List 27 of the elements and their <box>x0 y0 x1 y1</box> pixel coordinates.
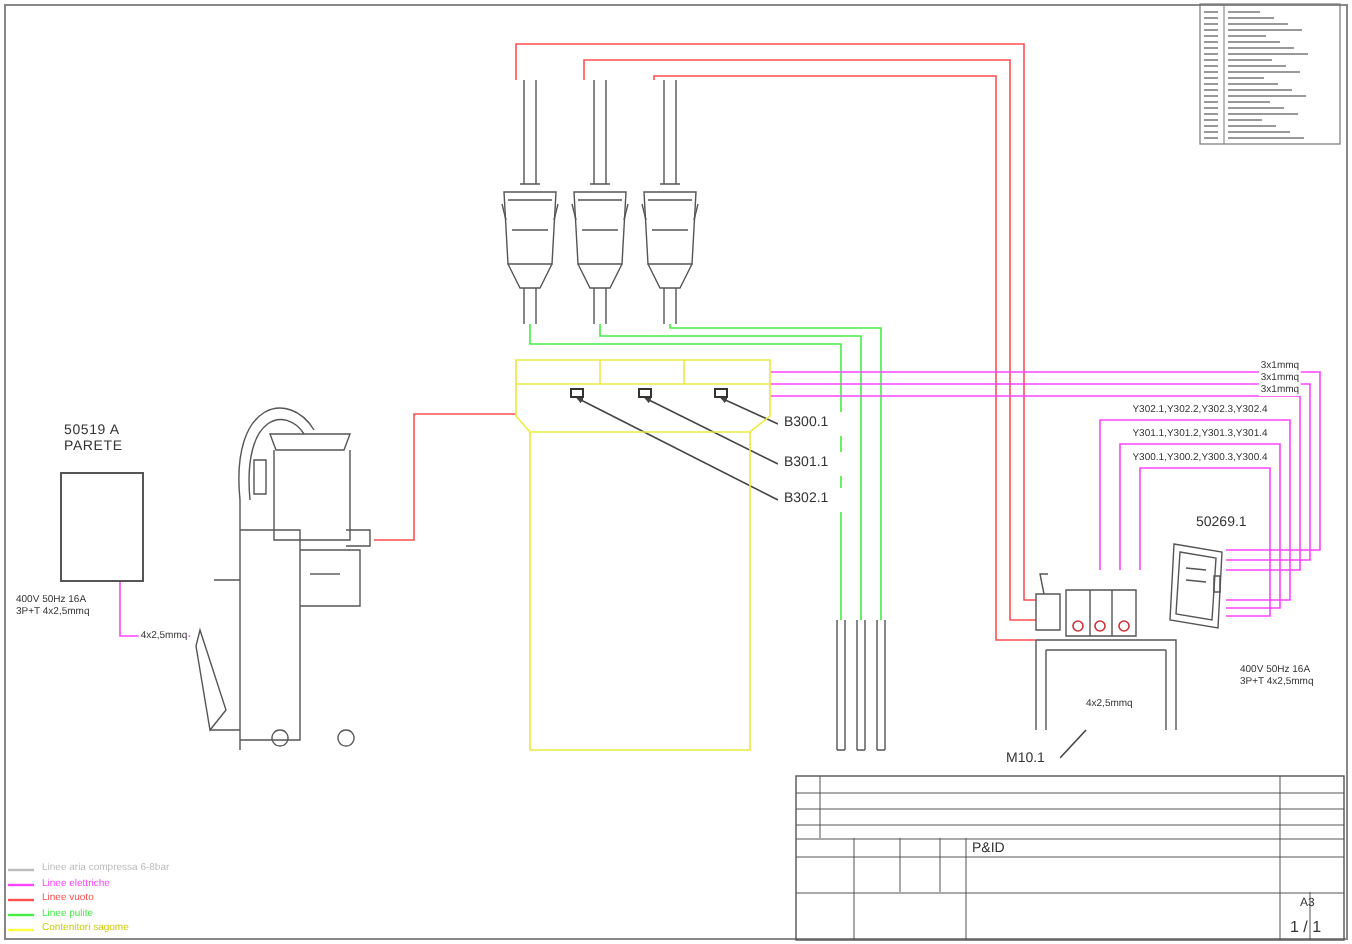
lance-tube <box>876 620 886 750</box>
filter-receiver-drawing <box>640 80 700 324</box>
cable-line <box>1119 443 1281 609</box>
leader-line <box>644 397 779 465</box>
valve-frame-drawing <box>1036 570 1176 730</box>
pipe-line <box>669 323 882 621</box>
leader-line <box>576 397 779 501</box>
pipe-line <box>515 43 1037 601</box>
pipe-line <box>373 413 517 541</box>
title-block-text: 1 / 1 <box>1290 918 1324 937</box>
pipe-line <box>653 75 1037 641</box>
filter-receiver-drawing <box>500 80 560 324</box>
pipe-line <box>599 323 862 621</box>
pipe-line <box>529 323 842 621</box>
pipe-line <box>583 59 1037 621</box>
sensor-box <box>638 388 652 398</box>
filter-receiver-drawing <box>570 80 630 324</box>
control-panel-drawing <box>1166 540 1226 630</box>
sensor-box <box>570 388 584 398</box>
hopper-outline <box>516 360 770 750</box>
cable-line <box>1099 419 1291 601</box>
lance-tube <box>856 620 866 750</box>
sensor-box <box>714 388 728 398</box>
leader-line <box>1059 729 1087 759</box>
lance-tube <box>836 620 846 750</box>
cable-line <box>1139 467 1271 617</box>
leader-line <box>720 397 779 425</box>
